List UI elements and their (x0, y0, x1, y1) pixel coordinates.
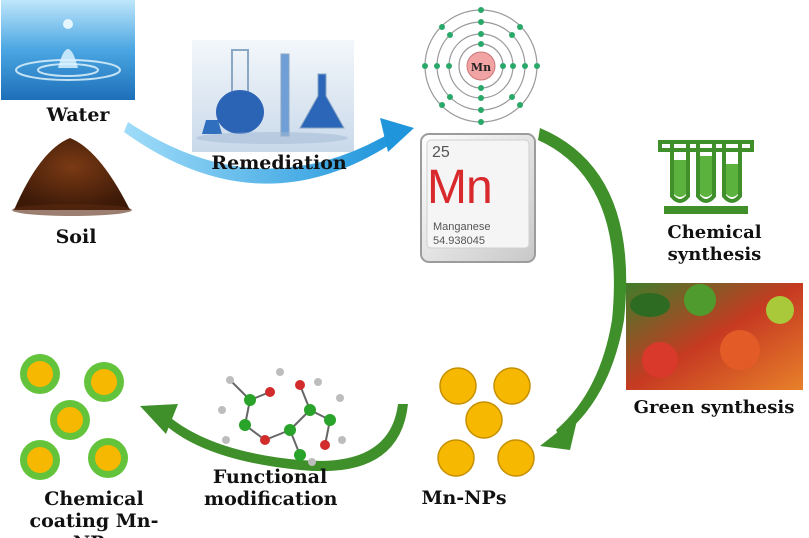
remediation-arrow (124, 118, 414, 184)
element-atomic-number: 25 (432, 144, 450, 161)
water-label: Water (46, 104, 110, 126)
mn-nps-label: Mn-NPs (421, 487, 507, 509)
functional-modification-line1: Functional (212, 466, 328, 488)
molecule-structure (218, 368, 346, 466)
test-tubes-icon (658, 140, 754, 214)
atom-symbol: Mn (470, 61, 492, 74)
mn-nanoparticles (437, 367, 535, 477)
soil-image (12, 138, 132, 216)
vegetables-image (626, 283, 803, 390)
synthesis-arrow (538, 128, 627, 450)
water-image (1, 0, 135, 100)
element-symbol: Mn (427, 161, 493, 214)
lab-glassware-image (192, 40, 354, 152)
functional-modification-label: Functional modification (204, 466, 338, 510)
chemical-coating-line1: Chemical (44, 488, 144, 510)
chemical-coating-label: Chemical coating Mn-NPs (20, 488, 168, 538)
element-card (420, 133, 536, 263)
coated-nanoparticles (20, 354, 128, 480)
green-synthesis-label: Green synthesis (633, 397, 795, 418)
soil-label: Soil (55, 226, 97, 248)
remediation-label: Remediation (211, 152, 347, 174)
manganese-atom-model (422, 7, 540, 125)
chemical-synthesis-label: Chemical synthesis (667, 222, 762, 265)
functional-modification-line2: modification (204, 488, 338, 510)
element-mass: 54.938045 (433, 235, 485, 247)
element-name: Manganese (433, 221, 491, 233)
chemical-coating-line2: coating Mn-NPs (29, 510, 159, 538)
functionalization-arrow (140, 404, 408, 472)
